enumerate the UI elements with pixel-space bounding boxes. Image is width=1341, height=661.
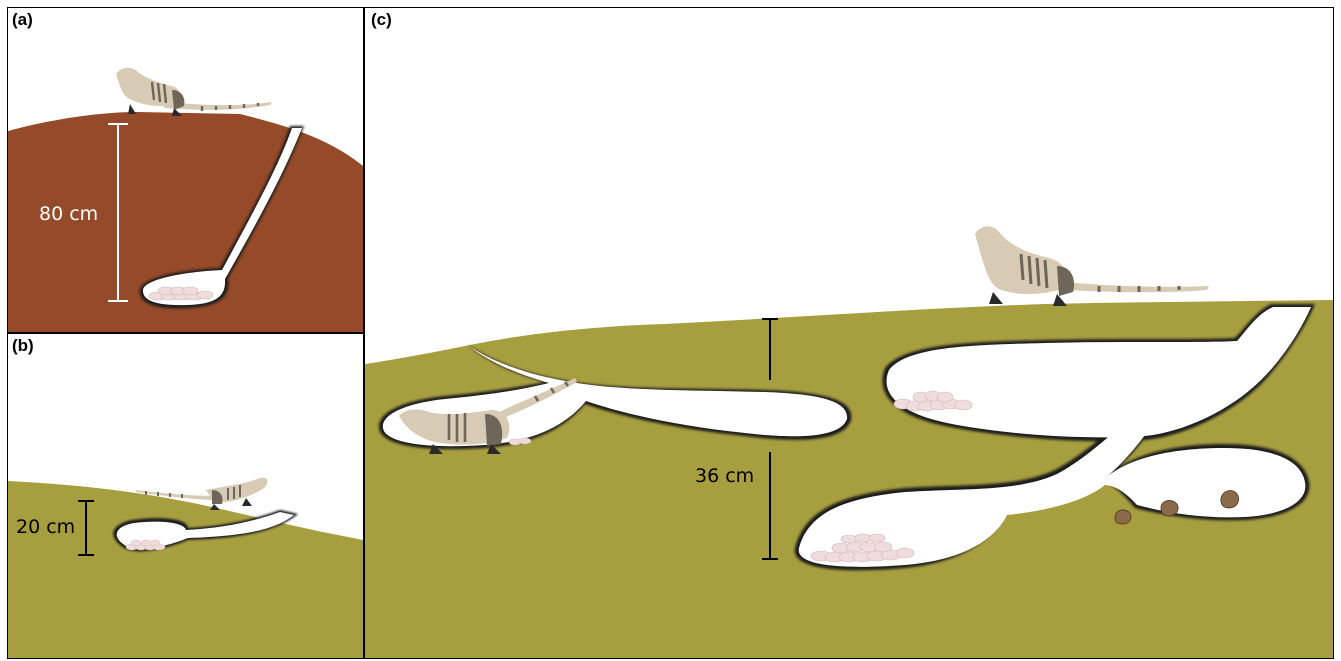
iguana-female-a — [116, 68, 272, 116]
panel-c: (c) 36 cm — [364, 7, 1334, 659]
depth-label-b: 20 cm — [16, 516, 75, 538]
iguana-female-c-surface — [975, 226, 1209, 306]
egg-clutch — [126, 540, 165, 550]
egg-clutch-left — [509, 438, 531, 445]
panel-b-label: (b) — [12, 336, 34, 356]
panel-b-illustration — [8, 334, 363, 658]
panel-a-label: (a) — [12, 10, 33, 30]
panel-c-label: (c) — [371, 10, 392, 30]
soil-ground — [8, 481, 363, 658]
panel-c-illustration — [365, 8, 1333, 658]
panel-b: (b) 20 cm — [7, 333, 364, 659]
panel-a: (a) 80 cm — [7, 7, 364, 333]
panel-a-illustration — [8, 8, 363, 332]
depth-label-a: 80 cm — [39, 203, 98, 225]
depth-label-c: 36 cm — [695, 465, 754, 487]
